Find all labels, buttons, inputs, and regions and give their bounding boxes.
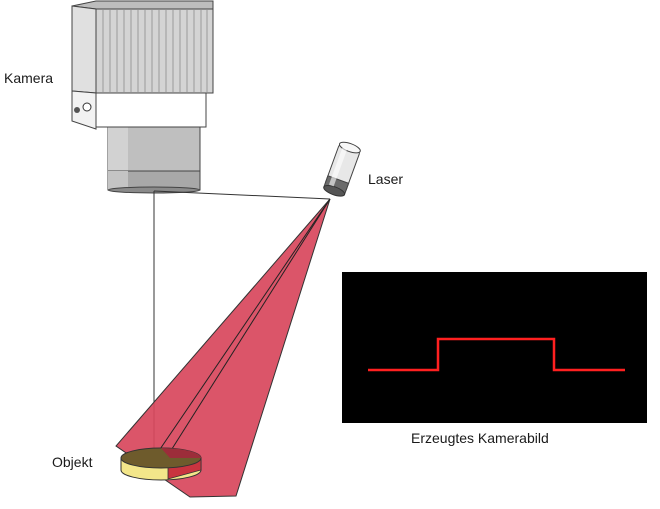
- object-label: Objekt: [52, 454, 93, 470]
- camera-label: Kamera: [4, 70, 54, 86]
- camera-image-label: Erzeugtes Kamerabild: [411, 430, 549, 446]
- camera-icon: [71, 0, 214, 194]
- laser-fan: [115, 198, 331, 498]
- laser-profile-line: [368, 337, 625, 372]
- object-icon: [120, 447, 202, 481]
- camera-image-screen: [342, 272, 647, 423]
- laser-icon: [323, 141, 361, 197]
- laser-label: Laser: [368, 171, 404, 187]
